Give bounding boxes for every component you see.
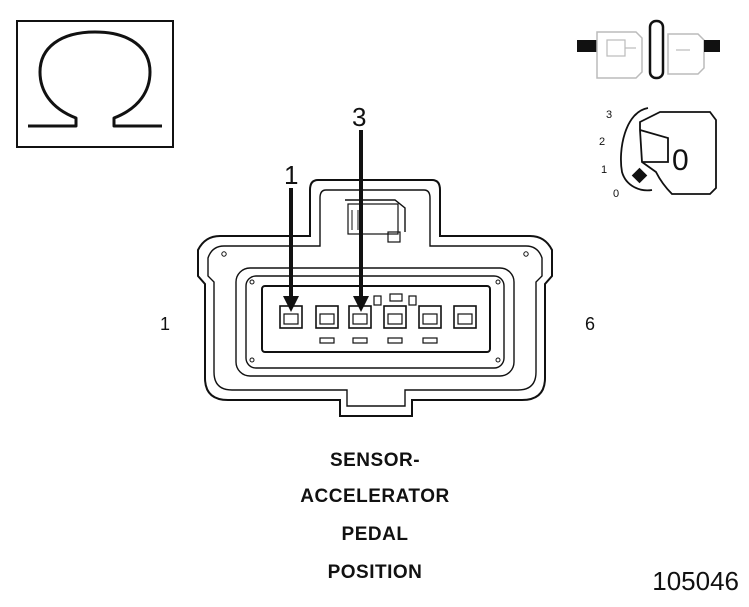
figure-number: 105046 — [652, 566, 739, 596]
callout-3-label: 3 — [352, 102, 366, 132]
switch-position-3: 3 — [606, 109, 612, 121]
caption-line-4: POSITION — [327, 562, 423, 583]
terminal-5 — [418, 305, 442, 344]
switch-position-0: 0 — [613, 188, 619, 200]
terminal-4 — [383, 305, 407, 344]
pin-right-label: 6 — [585, 314, 595, 334]
caption-line-1: SENSOR- — [329, 450, 421, 471]
connector-disconnected-icon — [577, 19, 720, 80]
ohm-symbol-icon — [16, 20, 174, 148]
terminal-6 — [453, 305, 477, 329]
switch-position-1: 1 — [601, 164, 607, 176]
callout-1-label: 1 — [284, 160, 298, 190]
callout-arrow-1 — [283, 188, 299, 312]
ignition-key-switch-icon: 3 2 1 0 0 — [599, 107, 717, 200]
key-position-label: 0 — [672, 144, 689, 177]
terminal-3 — [348, 305, 372, 344]
terminal-2 — [315, 305, 339, 344]
caption-line-3: PEDAL — [341, 524, 409, 545]
pin-left-label: 1 — [160, 314, 170, 334]
switch-position-2: 2 — [599, 136, 605, 148]
callout-arrow-3 — [353, 130, 369, 312]
caption-line-2: ACCELERATOR — [300, 486, 450, 507]
sensor-connector-face-icon — [197, 179, 553, 417]
